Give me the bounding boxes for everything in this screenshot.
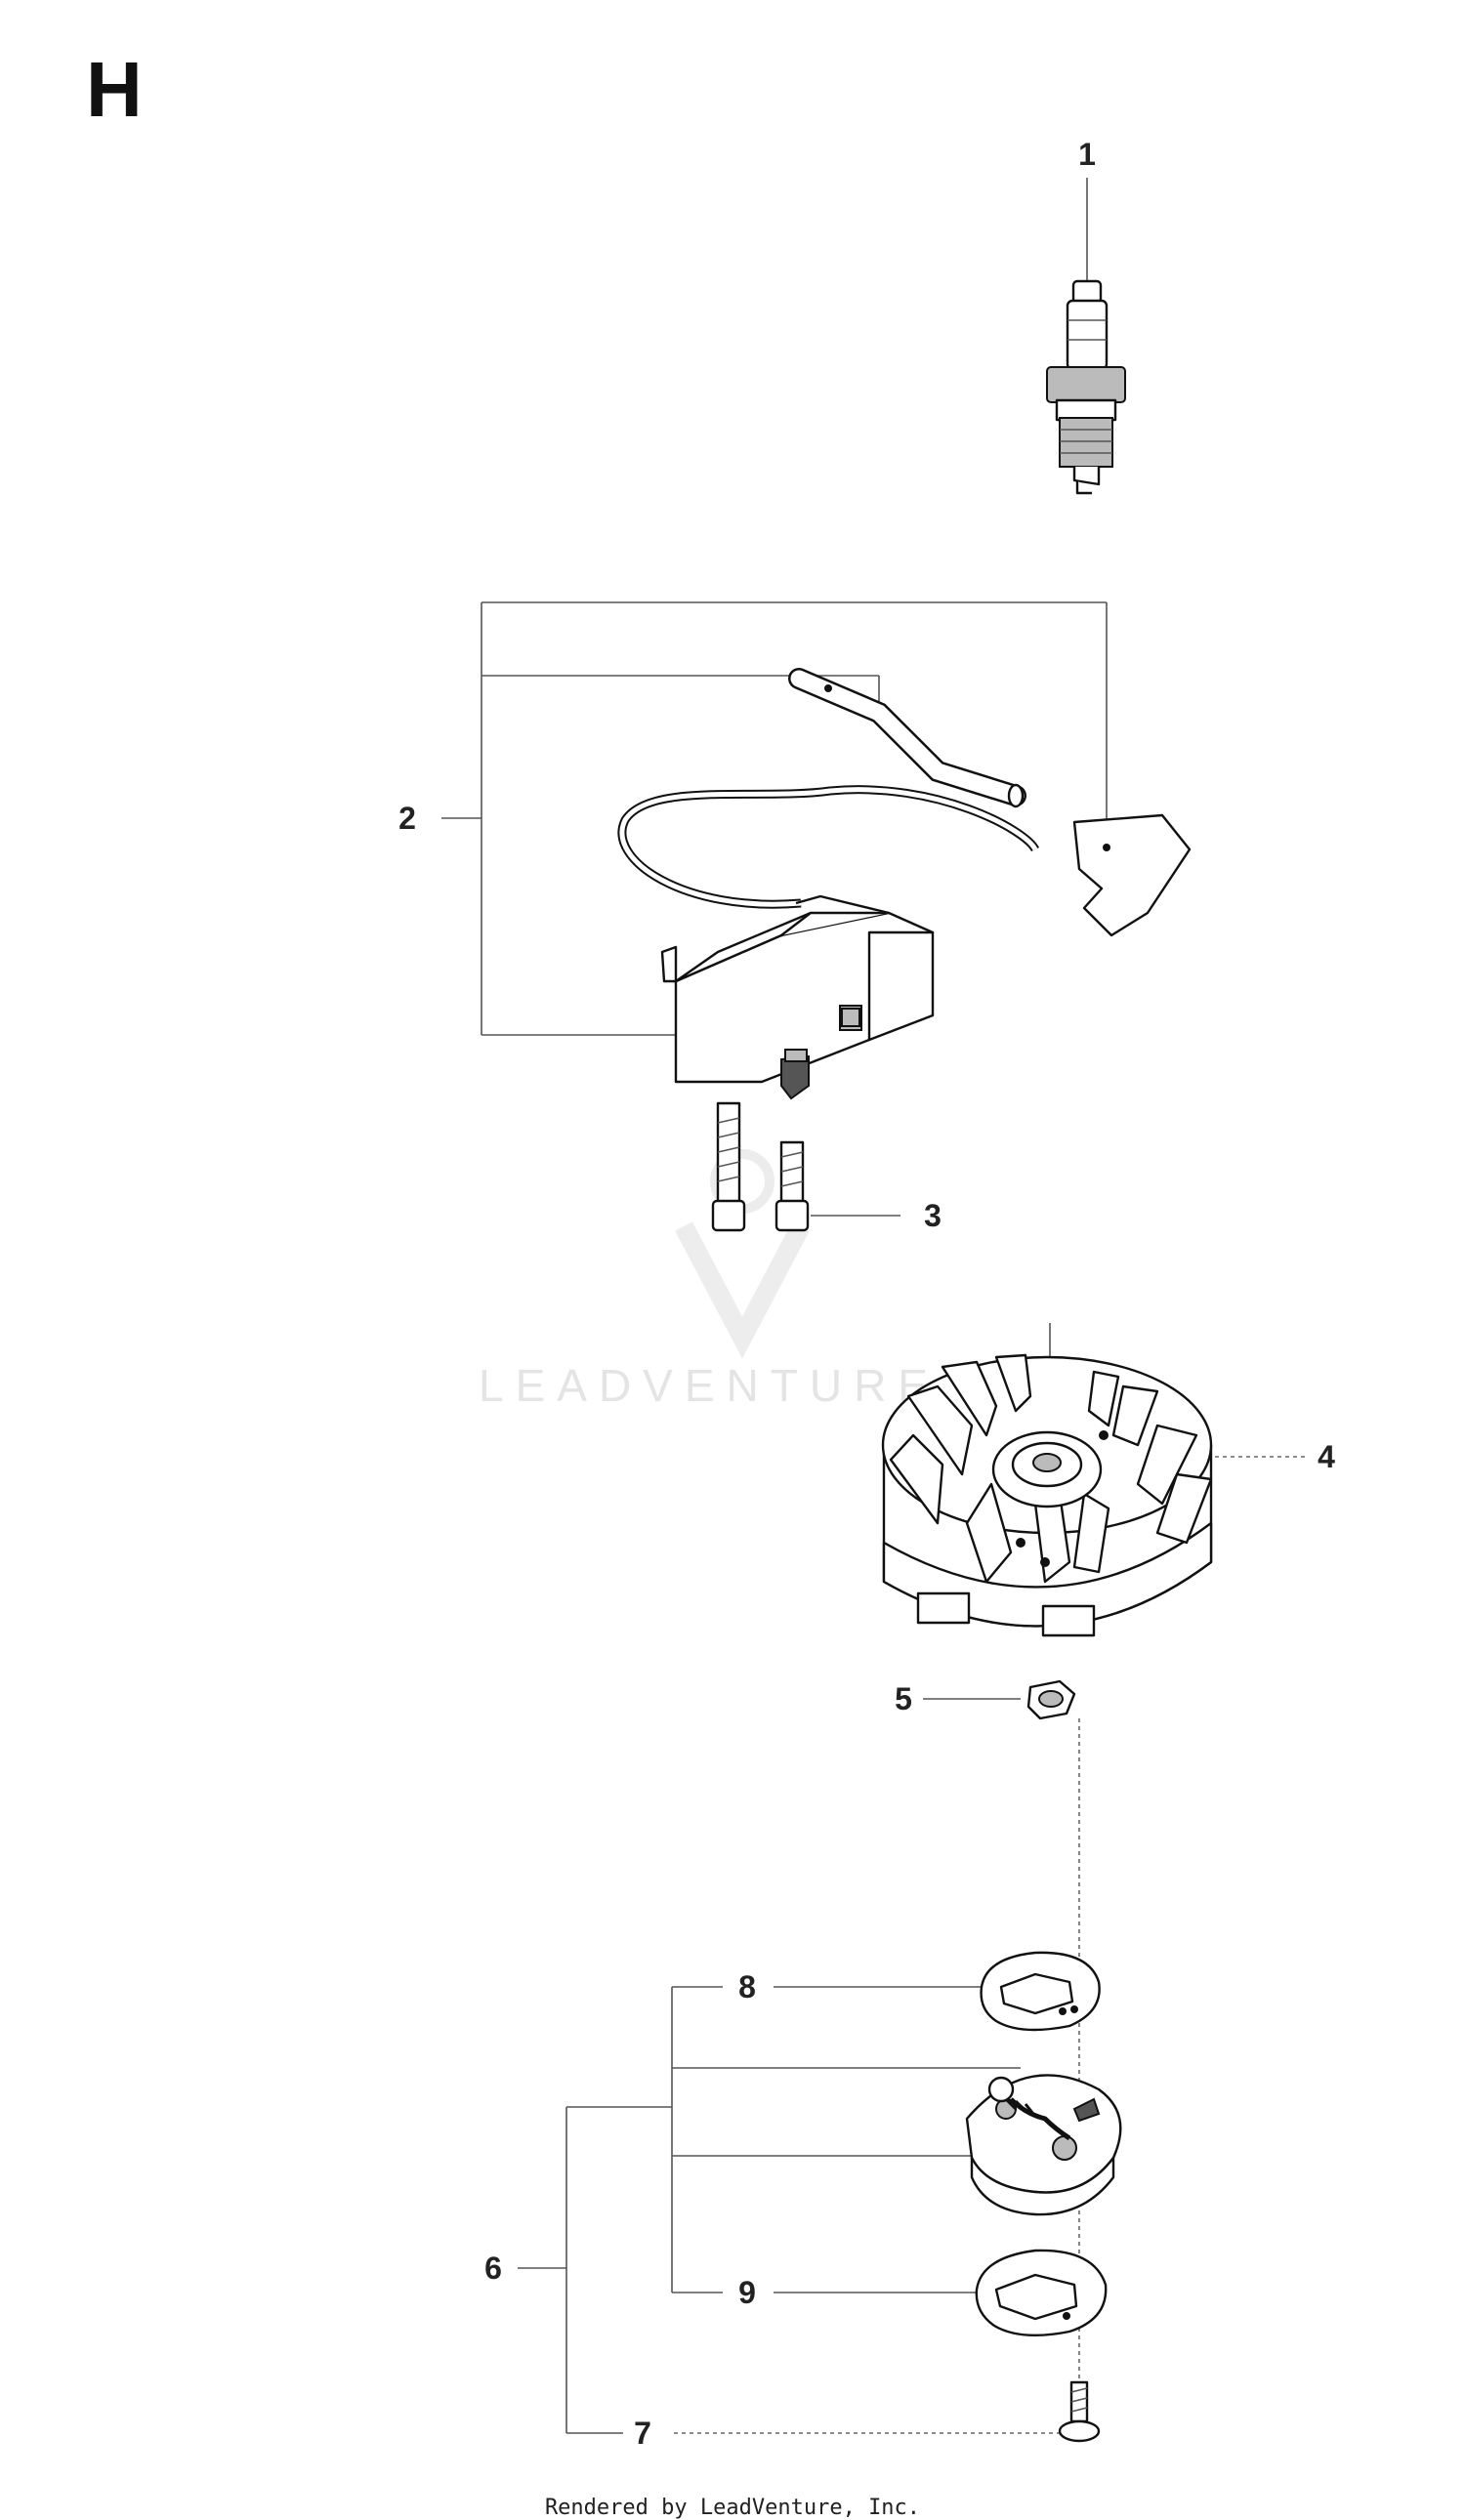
washer-icon[interactable]	[980, 1951, 1101, 2032]
nut-icon[interactable]	[1026, 1679, 1076, 1720]
screw-icon[interactable]	[1058, 2380, 1101, 2443]
callout-6[interactable]: 6	[484, 2251, 502, 2286]
watermark: LEADVENTURE	[479, 1360, 940, 1411]
ignition-module-icon[interactable]	[617, 668, 1192, 1100]
callout-1[interactable]: 1	[1078, 137, 1096, 172]
spark-plug-icon[interactable]	[1046, 279, 1126, 495]
screw-icon[interactable]	[711, 1101, 810, 1232]
callout-8[interactable]: 8	[738, 1969, 756, 2004]
callout-4[interactable]: 4	[1318, 1439, 1335, 1474]
section-letter: H	[86, 46, 143, 133]
callout-7[interactable]: 7	[634, 2416, 651, 2451]
clutch-icon[interactable]	[965, 2074, 1122, 2216]
callout-9[interactable]: 9	[738, 2275, 756, 2310]
leader-lines	[441, 178, 1309, 2434]
callout-2[interactable]: 2	[398, 801, 416, 836]
flywheel-icon[interactable]	[881, 1353, 1213, 1637]
callout-3[interactable]: 3	[924, 1198, 942, 1233]
callout-5[interactable]: 5	[895, 1681, 912, 1716]
washer-icon[interactable]	[975, 2249, 1108, 2336]
footer-credit: Rendered by LeadVenture, Inc.	[544, 2496, 921, 2520]
